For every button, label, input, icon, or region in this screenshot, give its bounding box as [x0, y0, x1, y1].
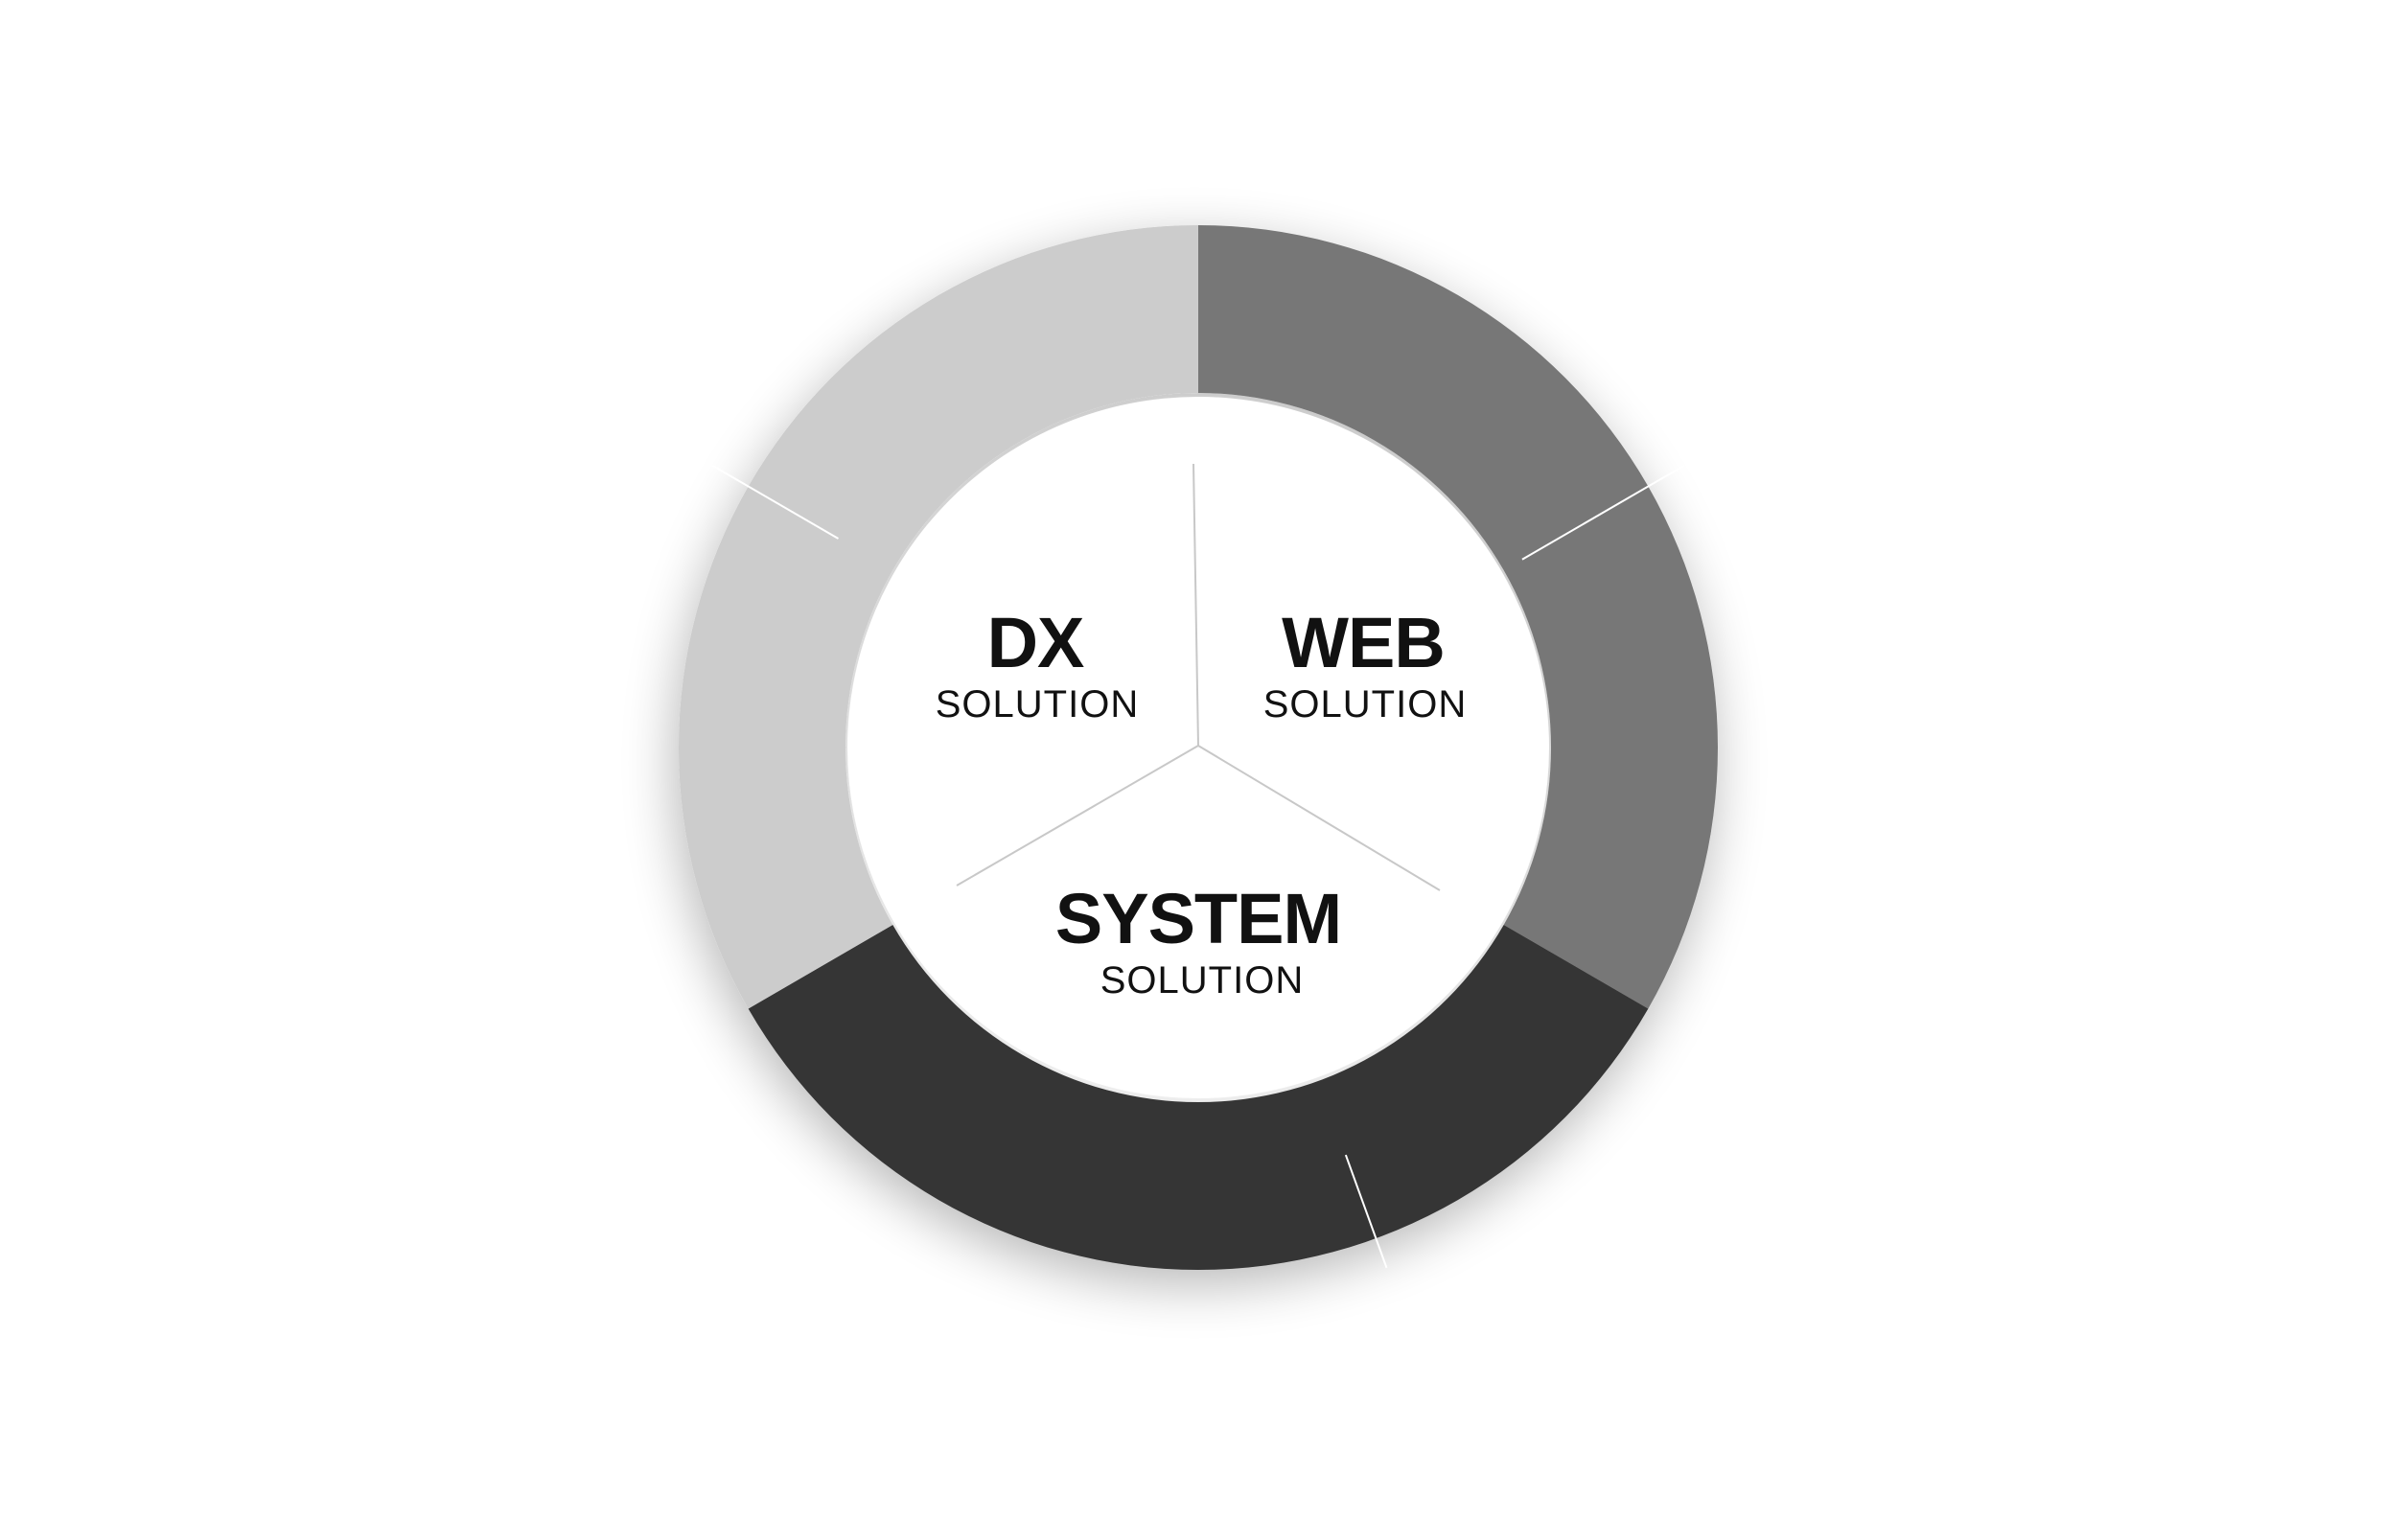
- web-title: WEB: [1282, 603, 1445, 682]
- separator-line-top-right: [1521, 464, 1685, 561]
- divider-line-lower-left: [956, 745, 1199, 887]
- center-dividers: [956, 463, 1441, 891]
- separator-line-bottom: [1344, 1154, 1388, 1269]
- segment-dx: [679, 225, 1198, 1009]
- segment-system: [748, 925, 1649, 1270]
- dx-title: DX: [987, 603, 1084, 682]
- dx-subtitle: SOLUTION: [936, 683, 1139, 725]
- separator-line-top-left: [711, 464, 839, 540]
- system-title: SYSTEM: [1055, 879, 1341, 958]
- segment-separators: [711, 464, 1685, 1269]
- ring-group: [679, 225, 1718, 1270]
- divider-line-lower-right: [1197, 745, 1441, 891]
- system-subtitle: SOLUTION: [1100, 959, 1304, 1002]
- center-circle: [847, 397, 1549, 1098]
- segment-web: [1198, 225, 1718, 1009]
- web-subtitle: SOLUTION: [1263, 683, 1467, 725]
- divider-line-top: [1192, 463, 1199, 747]
